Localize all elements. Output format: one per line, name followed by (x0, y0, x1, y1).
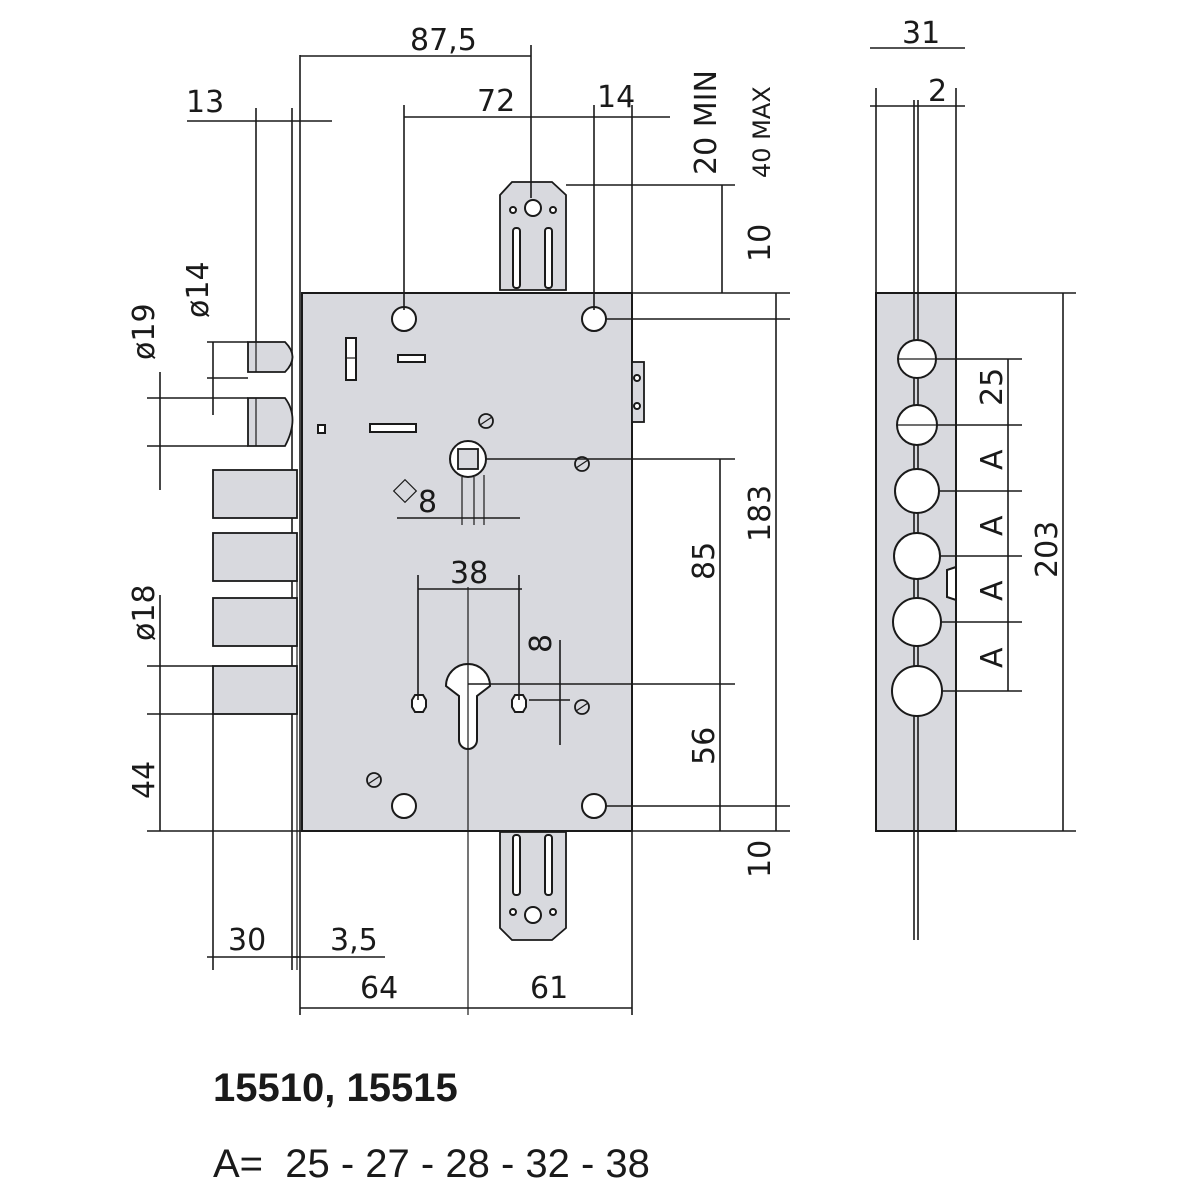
dim-183: 183 (743, 485, 778, 542)
front-view: 87,5 72 14 13 20 MIN 40 MAX 10 ø14 ø19 8… (127, 23, 790, 1015)
dim-3-5: 3,5 (330, 923, 378, 958)
dim-10-top: 10 (743, 224, 778, 262)
screws (366, 413, 590, 788)
side-tab (631, 361, 645, 423)
dim-8-vertical: 8 (524, 634, 559, 653)
dim-10-bottom: 10 (743, 840, 778, 878)
dim-203: 203 (1030, 521, 1065, 578)
side-dimension-labels: 31 2 25 A A A A 203 (902, 16, 1065, 668)
dim-a-2: A (975, 515, 1010, 536)
cylinder-hole (411, 663, 527, 750)
side-dimension-lines (870, 47, 1076, 832)
top-bolt-plate (499, 181, 567, 291)
mounting-holes (391, 306, 607, 819)
internal-slots (317, 337, 426, 434)
dim-13: 13 (186, 85, 224, 120)
dim-64: 64 (360, 971, 398, 1006)
dim-31: 31 (902, 16, 940, 51)
dim-61: 61 (530, 971, 568, 1006)
dim-44: 44 (127, 761, 162, 799)
latch-bolt-lower (247, 397, 294, 447)
side-view: 31 2 25 A A A A 203 (870, 16, 1076, 940)
dim-square-8: 8 (418, 485, 437, 520)
dim-30: 30 (228, 923, 266, 958)
dim-dia-14: ø14 (181, 261, 216, 318)
a-values: A= 25 - 27 - 28 - 32 - 38 (213, 1142, 650, 1186)
spindle-hub (449, 440, 487, 525)
dimension-labels: 87,5 72 14 13 20 MIN 40 MAX 10 ø14 ø19 8… (127, 23, 778, 1006)
dimension-lines (147, 45, 790, 1015)
dim-85: 85 (687, 542, 722, 580)
dim-40-max: 40 MAX (748, 86, 776, 178)
dim-a-3: A (975, 580, 1010, 601)
dim-25: 25 (975, 368, 1010, 406)
dim-20-min: 20 MIN (689, 70, 724, 175)
dim-2: 2 (928, 74, 947, 109)
deadbolts (212, 469, 298, 715)
bottom-bolt-plate (499, 831, 567, 941)
dim-56: 56 (687, 727, 722, 765)
latch-bolt-upper (247, 341, 294, 373)
model-numbers: 15510, 15515 (213, 1066, 458, 1110)
dim-dia-19: ø19 (127, 303, 162, 360)
dim-87-5: 87,5 (410, 23, 477, 58)
dim-dia-18: ø18 (127, 584, 162, 641)
dim-72: 72 (477, 84, 515, 119)
dim-38: 38 (450, 556, 488, 591)
dim-a-4: A (975, 647, 1010, 668)
dim-14: 14 (597, 80, 635, 115)
dim-a-1: A (975, 449, 1010, 470)
